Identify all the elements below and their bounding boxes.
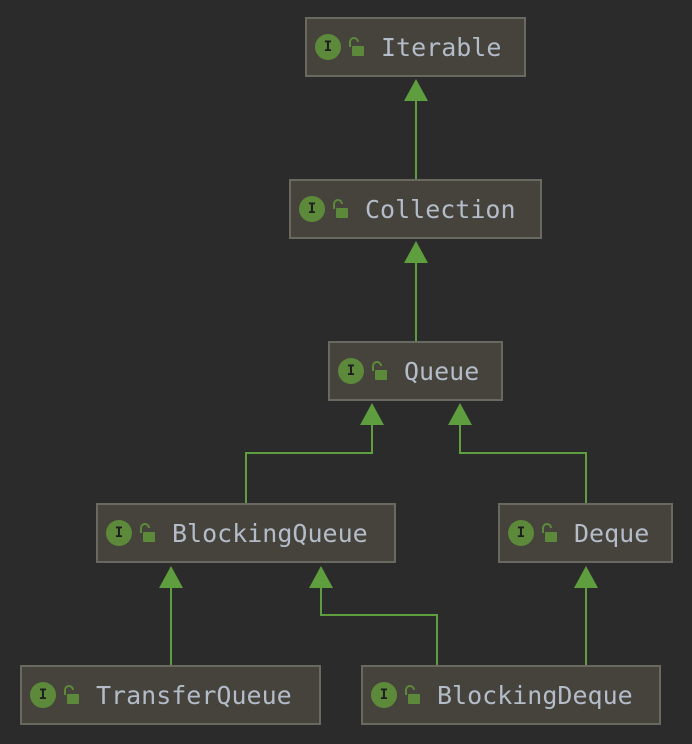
edge-deque-to-queue [459, 424, 587, 503]
node-label: TransferQueue [96, 680, 292, 710]
node-label: Collection [365, 194, 516, 224]
interface-icon: I [30, 682, 56, 708]
arrowhead-queue-right [448, 403, 472, 425]
node-collection[interactable]: I Collection [289, 179, 542, 239]
unlocked-icon [140, 523, 155, 542]
arrowhead-collection [404, 241, 428, 263]
interface-icon: I [371, 682, 397, 708]
node-iterable[interactable]: I Iterable [305, 17, 526, 77]
arrowhead-blockingqueue-right [309, 566, 333, 588]
edge-blockingqueue-to-queue [245, 424, 373, 503]
interface-icon: I [338, 358, 364, 384]
unlocked-icon [372, 361, 387, 380]
unlocked-icon [349, 37, 364, 56]
arrowhead-iterable [404, 79, 428, 101]
interface-icon: I [106, 520, 132, 546]
node-queue[interactable]: I Queue [328, 341, 503, 401]
node-label: BlockingDeque [437, 680, 633, 710]
interface-icon: I [508, 520, 534, 546]
interface-icon: I [299, 196, 325, 222]
node-label: Iterable [381, 32, 502, 62]
node-label: Queue [404, 356, 480, 386]
arrowhead-blockingqueue-left [159, 566, 183, 588]
arrowhead-queue-left [360, 403, 384, 425]
node-deque[interactable]: I Deque [498, 503, 673, 563]
unlocked-icon [64, 685, 79, 704]
node-transferqueue[interactable]: I TransferQueue [20, 665, 321, 725]
interface-icon: I [315, 34, 341, 60]
node-blockingqueue[interactable]: I BlockingQueue [96, 503, 396, 563]
unlocked-icon [405, 685, 420, 704]
arrowhead-deque [574, 566, 598, 588]
node-label: Deque [574, 518, 650, 548]
edge-blockingdeque-to-blockingqueue [320, 587, 438, 665]
node-blockingdeque[interactable]: I BlockingDeque [361, 665, 661, 725]
node-label: BlockingQueue [172, 518, 368, 548]
unlocked-icon [542, 523, 557, 542]
unlocked-icon [333, 199, 348, 218]
